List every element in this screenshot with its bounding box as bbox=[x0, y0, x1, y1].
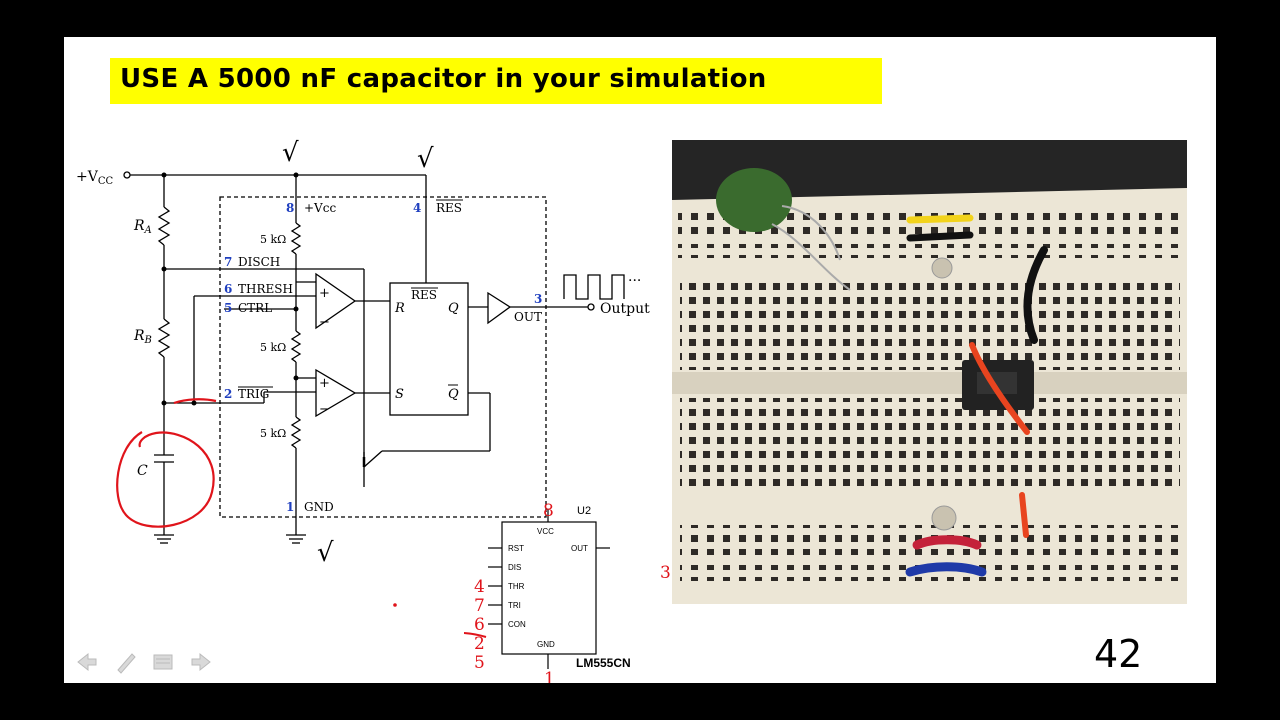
ff-s-label: S bbox=[395, 387, 404, 402]
comp2-plus: + bbox=[319, 376, 330, 391]
resistor-label-3: 5 kΩ bbox=[260, 427, 286, 440]
pen-icon[interactable] bbox=[117, 653, 136, 674]
pin-name-trig: TRIG bbox=[238, 387, 269, 401]
handwritten-pin-3: 3 bbox=[660, 563, 671, 583]
resistor-label-2: 5 kΩ bbox=[260, 341, 286, 354]
pin-number-8: 8 bbox=[286, 201, 294, 215]
ic-pin-thr: THR bbox=[508, 582, 525, 591]
slide: USE A 5000 nF capacitor in your simulati… bbox=[64, 37, 1216, 683]
resistor-label-1: 5 kΩ bbox=[260, 233, 286, 246]
ff-qbar-label: Q bbox=[448, 387, 459, 402]
title-banner: USE A 5000 nF capacitor in your simulati… bbox=[110, 58, 882, 104]
capacitor-label: C bbox=[137, 463, 148, 479]
pin-number-1: 1 bbox=[286, 500, 294, 514]
slide-title: USE A 5000 nF capacitor in your simulati… bbox=[120, 64, 767, 94]
handwritten-pin-2: 2 bbox=[474, 634, 485, 654]
breadboard-photo bbox=[672, 140, 1187, 604]
svg-text:+VCC: +VCC bbox=[76, 169, 113, 187]
comp2-minus: − bbox=[319, 402, 330, 417]
pin-number-3: 3 bbox=[534, 292, 542, 306]
check-mark-1: √ bbox=[282, 138, 299, 168]
ra-subscript: A bbox=[144, 225, 152, 236]
handwritten-pin-5: 5 bbox=[474, 653, 485, 673]
svg-text:RB: RB bbox=[133, 328, 152, 346]
output-label: Output bbox=[600, 301, 650, 317]
ff-q-label: Q bbox=[448, 301, 459, 316]
pin-number-2: 2 bbox=[224, 387, 232, 401]
ic-pin-vcc: VCC bbox=[537, 527, 554, 536]
output-ellipsis: ··· bbox=[628, 273, 641, 289]
ff-res-label: RES bbox=[411, 288, 437, 302]
ic-pin-gnd: GND bbox=[537, 640, 555, 649]
ic-pin-dis: DIS bbox=[508, 563, 521, 572]
pin-name-out: OUT bbox=[514, 310, 542, 324]
page-number: 42 bbox=[1094, 632, 1143, 676]
pin-number-6: 6 bbox=[224, 282, 232, 296]
ic-pin-rst: RST bbox=[508, 544, 524, 553]
pin-name-res: RES bbox=[436, 201, 462, 215]
red-annotation bbox=[116, 398, 217, 528]
rb-label: R bbox=[133, 328, 145, 344]
handwritten-pin-8: 8 bbox=[543, 501, 554, 521]
handwritten-pin-1: 1 bbox=[544, 669, 555, 683]
menu-icon[interactable] bbox=[153, 654, 173, 670]
pin-name-gnd: GND bbox=[304, 500, 334, 514]
ff-r-label: R bbox=[394, 301, 405, 316]
pin-number-7: 7 bbox=[224, 255, 232, 269]
check-mark-2: √ bbox=[417, 144, 434, 174]
lm555-ic-symbol: VCC RST DIS THR TRI CON OUT GND U2 LM555… bbox=[464, 501, 671, 683]
handwritten-pin-4: 4 bbox=[474, 577, 485, 597]
ra-label: R bbox=[133, 218, 145, 234]
handwritten-pin-7: 7 bbox=[474, 596, 485, 616]
ic-pin-out: OUT bbox=[571, 544, 588, 553]
ic-part-label: LM555CN bbox=[576, 656, 631, 670]
svg-text:RA: RA bbox=[133, 218, 152, 236]
back-arrow-icon[interactable] bbox=[77, 652, 97, 672]
ic-ref-label: U2 bbox=[577, 505, 591, 517]
handwritten-pin-6: 6 bbox=[474, 615, 485, 635]
pin-number-4: 4 bbox=[413, 201, 421, 215]
rb-subscript: B bbox=[144, 335, 152, 346]
comp1-minus: − bbox=[319, 315, 330, 330]
vcc-subscript: CC bbox=[98, 176, 114, 187]
pin-name-thresh: THRESH bbox=[238, 282, 293, 296]
ic-pin-tri: TRI bbox=[508, 601, 521, 610]
forward-arrow-icon[interactable] bbox=[191, 652, 211, 672]
slide-nav-controls bbox=[77, 652, 211, 674]
ic-pin-con: CON bbox=[508, 620, 526, 629]
pin-name-disch: DISCH bbox=[238, 255, 280, 269]
pin-name-ctrl: CTRL bbox=[238, 301, 272, 315]
comp1-plus: + bbox=[319, 286, 330, 301]
check-mark-3: √ bbox=[317, 538, 334, 568]
pin-number-5: 5 bbox=[224, 301, 232, 315]
red-underline bbox=[464, 632, 487, 638]
schematic-555: +VCC RA RB C 5 kΩ 5 kΩ 5 kΩ 8 +Vcc 4 RES… bbox=[76, 138, 650, 607]
pin-name-vcc: +Vcc bbox=[304, 201, 336, 215]
vcc-label: +V bbox=[76, 169, 99, 185]
